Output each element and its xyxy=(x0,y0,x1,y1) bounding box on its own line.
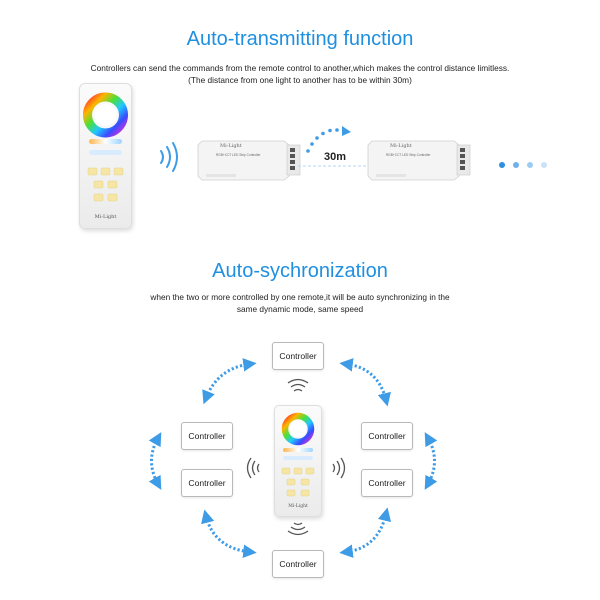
remote2-key-4[interactable] xyxy=(300,489,310,497)
sync-arrow-bottom-left xyxy=(201,509,257,558)
remote1-temperature-slider[interactable] xyxy=(89,139,122,144)
remote2-key-w[interactable] xyxy=(293,467,303,475)
remote2-key-off[interactable] xyxy=(305,467,315,475)
remote2-key-1[interactable] xyxy=(286,478,296,486)
sync-arrow-top-right xyxy=(339,358,391,407)
sync-arrow-left xyxy=(148,432,162,490)
led-controller-device-2: Mi-Light RGB+CCT LED Strip Controller xyxy=(367,138,471,182)
signal-wave-right-icon xyxy=(332,457,346,479)
device1-model: RGB+CCT LED Strip Controller xyxy=(216,153,261,157)
connection-dashed-line xyxy=(298,165,370,167)
section2-description: when the two or more controlled by one r… xyxy=(40,291,560,315)
remote2-key-on[interactable] xyxy=(281,467,291,475)
led-controller-device-1: Mi-Light RGB+CCT LED Strip Controller xyxy=(197,138,301,182)
section2-desc-line2: same dynamic mode, same speed xyxy=(236,304,364,314)
curved-arrow-icon xyxy=(306,126,351,153)
section2-desc-line1: when the two or more controlled by one r… xyxy=(150,292,450,302)
remote1-key-4[interactable] xyxy=(107,193,118,202)
remote2-key-2[interactable] xyxy=(300,478,310,486)
section1-desc-line1: Controllers can send the commands from t… xyxy=(90,63,510,73)
remote1-key-3[interactable] xyxy=(93,193,104,202)
remote1-key-off[interactable] xyxy=(113,167,124,176)
remote1-brightness-slider[interactable] xyxy=(89,150,122,155)
remote1-graphic xyxy=(83,92,128,202)
controller-box-left-upper: Controller xyxy=(181,422,233,450)
sync-arrow-right xyxy=(424,432,438,490)
remote2-brand-logo: Mi-Light xyxy=(288,504,308,509)
remote2-key-3[interactable] xyxy=(286,489,296,497)
signal-wave-icon xyxy=(160,142,178,172)
section2-title: Auto-sychronization xyxy=(212,260,388,282)
signal-wave-up-icon xyxy=(287,378,309,392)
distance-label: 30m xyxy=(324,151,347,163)
signal-wave-down-icon xyxy=(287,522,309,536)
remote-control-1: Mi-Light xyxy=(79,83,132,229)
device1-brand: Mi-Light xyxy=(220,143,242,149)
remote1-key-1[interactable] xyxy=(93,180,104,189)
remote1-key-on[interactable] xyxy=(87,167,98,176)
sync-arrow-top-left xyxy=(202,358,257,405)
remote2-temperature-slider[interactable] xyxy=(283,448,313,452)
controller-box-left-lower: Controller xyxy=(181,469,233,497)
controller-box-right-lower: Controller xyxy=(361,469,413,497)
sync-arrow-bottom-right xyxy=(339,507,392,558)
remote2-color-wheel-icon[interactable] xyxy=(281,412,315,446)
device2-brand: Mi-Light xyxy=(390,143,412,149)
remote1-key-2[interactable] xyxy=(107,180,118,189)
remote2-graphic xyxy=(281,412,315,497)
controller-box-right-upper: Controller xyxy=(361,422,413,450)
remote2-brightness-slider[interactable] xyxy=(283,456,313,460)
remote1-key-w[interactable] xyxy=(100,167,111,176)
section1-desc-line2: (The distance from one light to another … xyxy=(188,75,412,85)
continuation-dots-icon xyxy=(499,162,547,168)
remote1-brand-logo: Mi-Light xyxy=(94,214,117,220)
controller-box-top: Controller xyxy=(272,342,324,370)
section1-title: Auto-transmitting function xyxy=(186,28,414,50)
section1-description: Controllers can send the commands from t… xyxy=(40,62,560,86)
remote1-color-wheel-icon[interactable] xyxy=(83,92,128,138)
controller-box-bottom: Controller xyxy=(272,550,324,578)
remote-control-2: Mi-Light xyxy=(274,405,322,517)
signal-wave-left-icon xyxy=(246,457,260,479)
device2-model: RGB+CCT LED Strip Controller xyxy=(386,153,431,157)
